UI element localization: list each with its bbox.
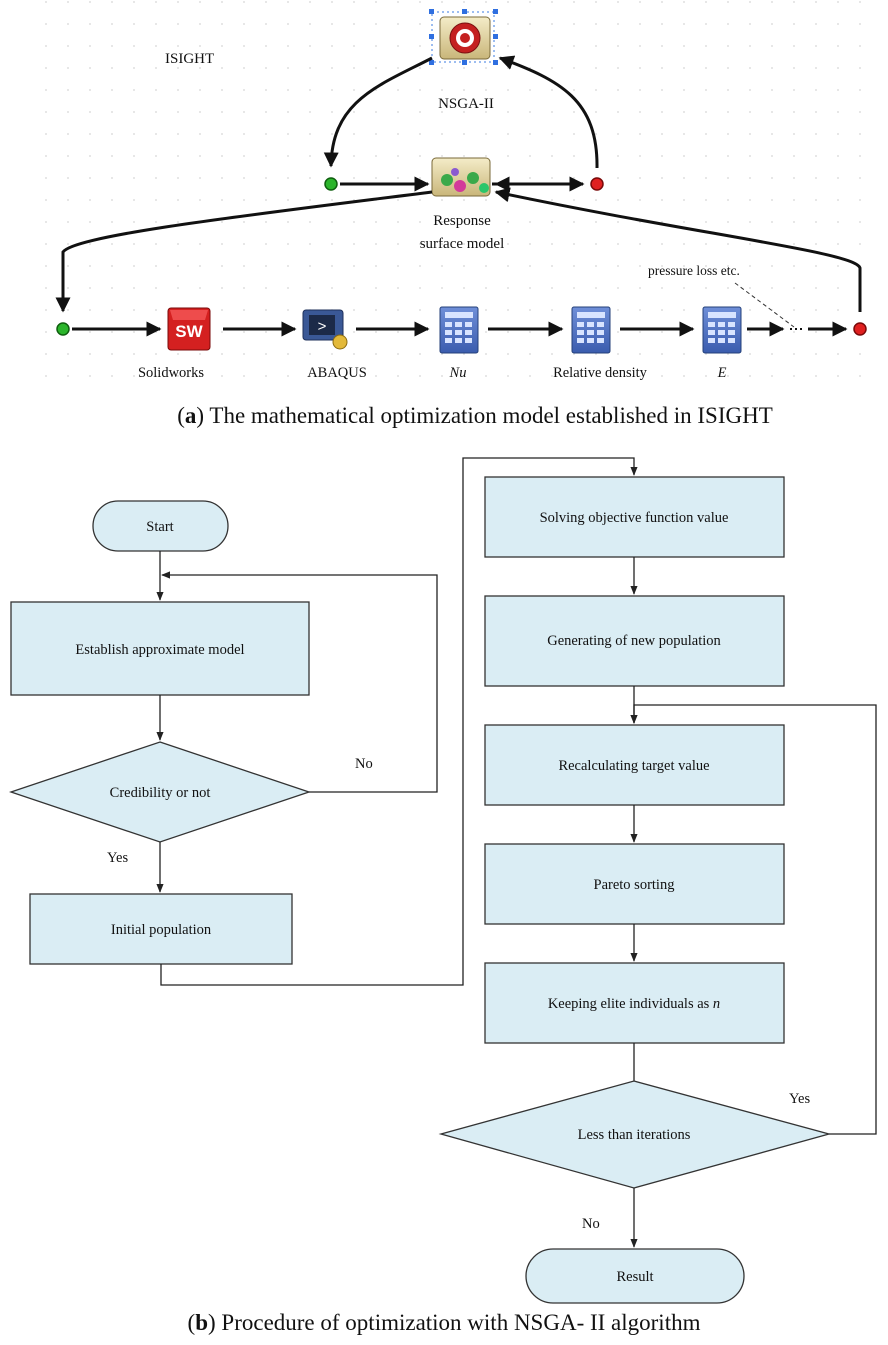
abaqus-label: ABAQUS (307, 365, 367, 381)
arrow-rsm-to-chain-start (55, 190, 433, 313)
caption-b: (b) Procedure of optimization with NSGA-… (188, 1310, 701, 1335)
no-label-1: No (355, 756, 373, 772)
pareto-box (484, 843, 785, 925)
start-label: Start (146, 519, 173, 535)
solving-label: Solving objective function value (540, 510, 729, 526)
establish-box (10, 601, 310, 696)
pressure-loss-annotation: pressure loss etc. (648, 263, 740, 278)
credibility-label: Credibility or not (110, 785, 211, 801)
relative-density-table-icon[interactable] (571, 306, 611, 354)
keeping-box (484, 962, 785, 1044)
rsm-label-2: surface model (420, 236, 505, 252)
initial-population-label: Initial population (111, 922, 212, 938)
pareto-label: Pareto sorting (594, 877, 675, 893)
arrow-initial-to-solving (160, 457, 638, 986)
caption-a: (a) The mathematical optimization model … (177, 403, 773, 428)
relative-density-label: Relative density (553, 365, 648, 381)
nu-label: Nu (449, 365, 467, 381)
yes-label-1: Yes (107, 850, 128, 866)
svg-text:>: > (317, 319, 326, 336)
chain-start-node[interactable] (56, 322, 70, 336)
less-than-label: Less than iterations (578, 1127, 691, 1143)
arrow-yes-loop (630, 704, 877, 1135)
nu-table-icon[interactable] (439, 306, 479, 354)
initial-population-box (29, 893, 293, 965)
nsga-optimizer-icon[interactable] (429, 9, 498, 65)
arrow-nsga-to-start (323, 56, 433, 168)
solving-box (484, 476, 785, 558)
solidworks-icon[interactable]: SW (167, 307, 211, 351)
no-label-2: No (582, 1216, 600, 1232)
result-label: Result (616, 1269, 653, 1285)
arrow-chain-end-to-rsm (494, 187, 862, 312)
e-label: E (717, 365, 727, 381)
recalc-label: Recalculating target value (558, 758, 709, 774)
result-terminal (525, 1248, 745, 1304)
isight-title: ISIGHT (165, 51, 214, 67)
keeping-label: Keeping elite individuals as n (548, 996, 720, 1012)
svg-text:SW: SW (175, 322, 203, 341)
yes-label-2: Yes (789, 1091, 810, 1107)
rsm-end-node[interactable] (590, 177, 604, 191)
annotation-leader (734, 282, 795, 328)
arrow-no-loop (161, 571, 438, 793)
panel-a: ISIGHT NSGA-II Response (40, 0, 870, 428)
rsm-label-1: Response (433, 213, 491, 229)
solidworks-label: Solidworks (138, 365, 204, 381)
arrow-end-to-nsga (498, 55, 599, 169)
nsga-label: NSGA-II (438, 96, 494, 112)
recalc-box (484, 724, 785, 806)
panel-b: Start Establish approximate model Credib… (8, 457, 877, 1335)
generating-box (484, 595, 785, 687)
chain-end-node[interactable] (853, 322, 867, 336)
e-table-icon[interactable] (702, 306, 742, 354)
abaqus-icon[interactable]: > (302, 309, 348, 350)
generating-label: Generating of new population (547, 633, 721, 649)
rsm-start-node[interactable] (324, 177, 338, 191)
response-surface-icon[interactable] (431, 157, 491, 197)
establish-label: Establish approximate model (75, 642, 244, 658)
